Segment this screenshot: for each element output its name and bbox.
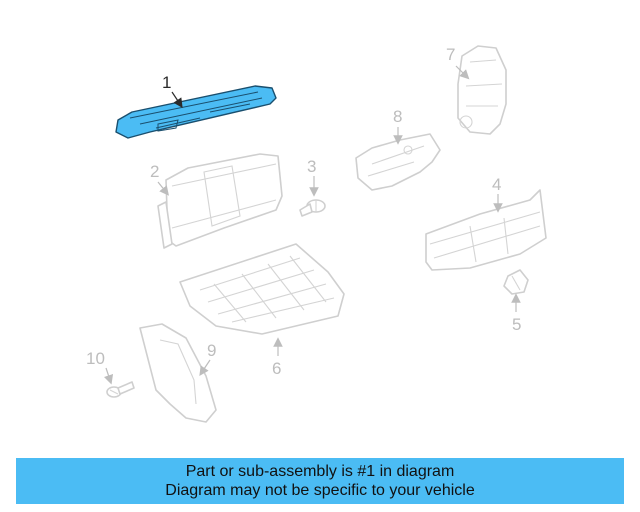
part-1-package-tray[interactable]	[115, 85, 277, 139]
leader-10	[103, 367, 114, 385]
callout-8: 8	[393, 107, 402, 126]
leader-2	[157, 181, 169, 196]
callout-10: 10	[86, 349, 105, 368]
part-8-side-trim	[355, 133, 441, 191]
callout-1: 1	[162, 73, 171, 92]
caption-line-1: Part or sub-assembly is #1 in diagram	[185, 463, 455, 480]
parts-diagram: 1 2 3 6 7 8 4	[86, 45, 547, 423]
part-4-sill-plate	[425, 189, 547, 271]
part-2-seat-back-panel	[157, 153, 283, 249]
callout-4: 4	[492, 175, 501, 194]
part-6-trunk-mat	[179, 243, 345, 335]
callout-6: 6	[272, 359, 281, 378]
leader-9	[199, 359, 211, 376]
leader-1	[171, 91, 183, 108]
part-9-side-panel	[139, 323, 217, 423]
callout-3: 3	[307, 157, 316, 176]
part-10-screw	[106, 381, 135, 398]
part-7-quarter-trim	[457, 45, 507, 135]
part-3-clip	[299, 199, 326, 217]
callout-5: 5	[512, 315, 521, 334]
leader-7	[455, 65, 470, 80]
part-5-plug	[503, 269, 529, 295]
callout-9: 9	[207, 341, 216, 360]
callout-7: 7	[446, 45, 455, 64]
callout-2: 2	[150, 162, 159, 181]
caption-line-2: Diagram may not be specific to your vehi…	[165, 482, 475, 499]
caption-banner: Part or sub-assembly is #1 in diagram Di…	[16, 458, 624, 504]
